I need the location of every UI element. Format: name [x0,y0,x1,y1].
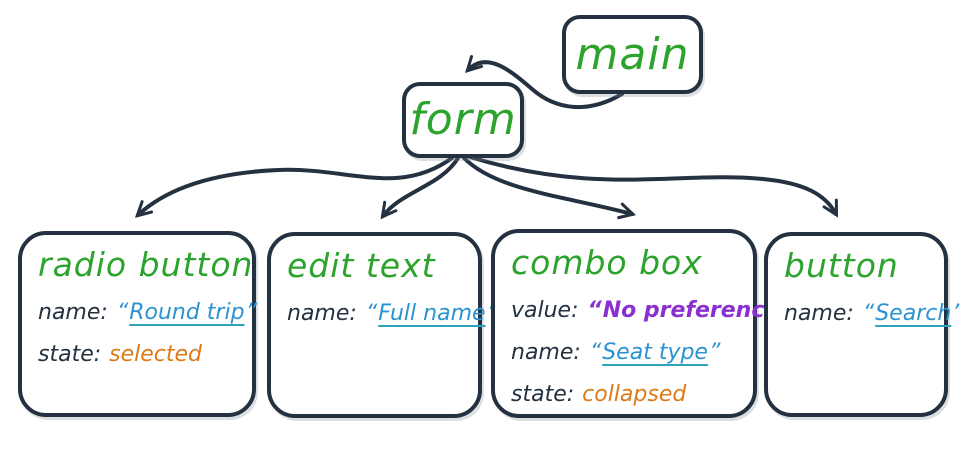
node-form: form [402,82,524,158]
open-quote: “ [589,339,602,365]
node-button-title: button [784,246,899,285]
edit-text-name-property: name:“Full name” [287,299,498,329]
property-key: state: [38,341,102,367]
property-value-name: Round trip [129,299,245,325]
property-value-name: Search [875,300,952,326]
property-value-state: collapsed [582,381,687,407]
open-quote: “ [862,300,875,326]
node-radio-button: radio button name: “Round trip” state: sel… [18,231,257,417]
arrow-form-to-combo-box [462,156,637,220]
close-quote: ” [708,339,721,365]
node-form-label: form [409,94,517,145]
property-value-name: Seat type [602,339,708,365]
node-combo-box: combo box value:“No preference” name:“Se… [491,229,794,418]
open-quote: “ [116,299,129,325]
close-quote: ” [245,299,257,325]
property-key: state: [511,381,575,407]
node-button: button name: “Search” [764,232,960,417]
node-edit-text-title: edit text [287,246,436,285]
button-name-property: name: “Search” [784,299,960,329]
node-edit-text: edit text name:“Full name” [267,232,498,418]
arrow-main-to-form [465,55,624,110]
node-main: main [562,15,703,94]
node-combo-box-title: combo box [511,243,703,282]
close-quote: ” [951,301,960,326]
open-quote: “ [365,300,378,326]
radio-button-name-property: name: “Round trip” [38,298,257,328]
node-main-label: main [575,28,690,80]
property-value-value: No preference [602,297,780,323]
arrow-form-to-edit-text [380,156,460,220]
property-key: name: [38,299,108,325]
property-key: value: [511,297,579,323]
open-quote: “ [587,297,602,323]
combo-box-name-property: name: “Seat type” [511,338,739,368]
arrow-form-to-radio-button [134,156,454,218]
property-value-state: selected [109,341,203,367]
radio-button-state-property: state: selected [38,340,238,370]
property-key: name: [287,300,357,326]
arrow-form-to-button [468,155,839,218]
property-key: name: [784,300,854,326]
property-value-name: Full name [378,300,486,326]
combo-box-state-property: state: collapsed [511,380,739,410]
node-radio-button-title: radio button [38,245,254,284]
property-key: name: [511,339,581,365]
combo-box-value-property: value:“No preference” [511,296,794,326]
